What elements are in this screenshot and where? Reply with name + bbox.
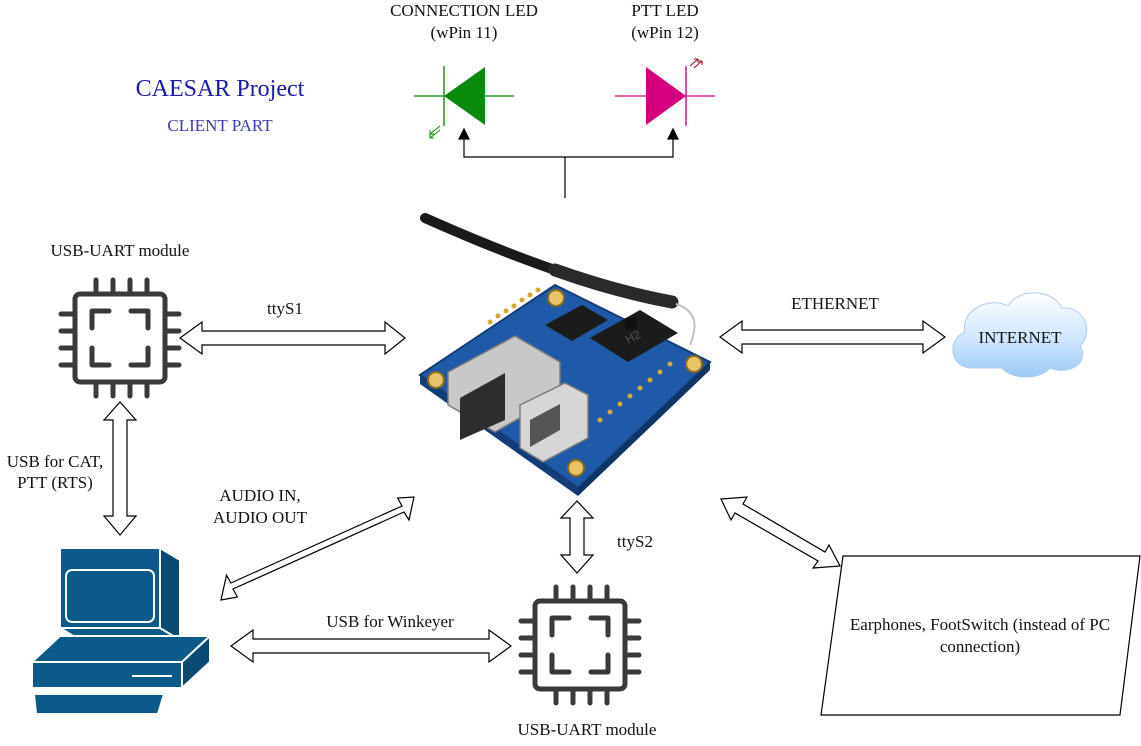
ethernet-label: ETHERNET [791,294,879,313]
audio-label-line2: AUDIO OUT [213,508,308,527]
project-subtitle: CLIENT PART [167,116,273,135]
ptt-led-icon [615,58,715,126]
arrow-earphones [720,496,841,569]
earphones-label-line1: Earphones, FootSwitch (instead of PC [850,615,1110,634]
svg-text:H2: H2 [623,327,643,347]
arrow-ethernet [718,319,947,355]
ttys1-label: ttyS1 [267,299,303,318]
project-title: CAESAR Project [136,76,305,102]
usb-uart-top-chip-icon [58,277,182,399]
usb-uart-bottom-chip-icon [518,584,642,706]
arrow-usb-cat [102,401,138,536]
usb-cat-label-line2: PTT (RTS) [17,473,93,492]
earphones-label-line2: connection) [940,637,1020,656]
arrow-usb-winkeyer [229,628,513,664]
internet-cloud-icon [952,292,1088,378]
usb-cat-label-line1: USB for CAT, [7,452,104,471]
arrow-ttys2 [559,500,595,574]
connection-led-icon [414,66,514,139]
usb-uart-top-label: USB-UART module [51,241,190,260]
ptt-led-label-line1: PTT LED [631,1,698,20]
single-board-computer: H2 [418,213,712,496]
connection-led-label-line1: CONNECTION LED [390,1,538,20]
usb-uart-bottom-label: USB-UART module [518,720,657,739]
internet-label: INTERNET [978,328,1062,347]
ptt-led-label-line2: (wPin 12) [631,23,699,42]
arrow-ttys1 [178,320,406,356]
led-connector [458,127,679,198]
arrow-audio [220,496,415,601]
connection-led-label-line2: (wPin 11) [431,23,498,42]
ttys2-label: ttyS2 [617,532,653,551]
computer-icon [31,547,211,715]
earphones-footswitch-box [820,555,1141,716]
audio-label-line1: AUDIO IN, [219,486,300,505]
usb-winkeyer-label: USB for Winkeyer [326,612,454,631]
